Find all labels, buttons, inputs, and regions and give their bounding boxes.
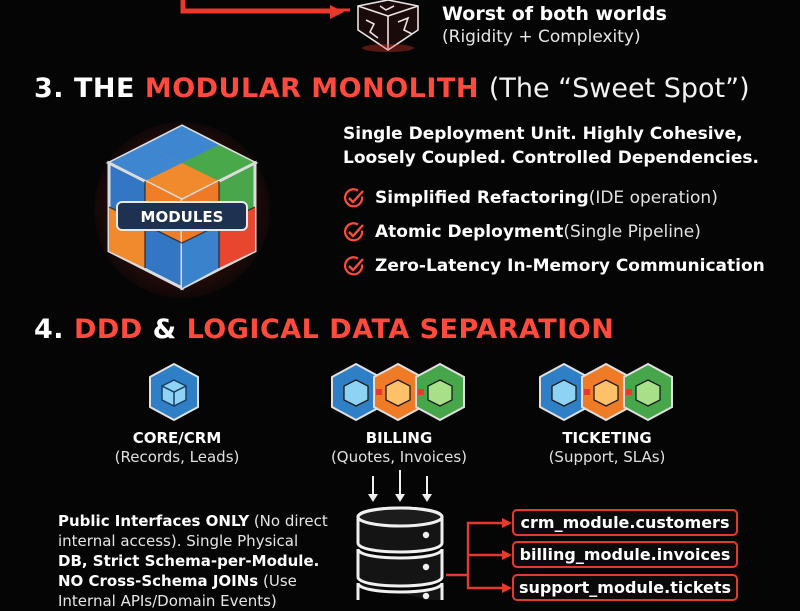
data-separation-notes: Public Interfaces ONLY (No direct intern… <box>58 511 328 611</box>
module-title: TICKETING <box>562 429 652 447</box>
section4-highlight1: DDD <box>73 314 143 345</box>
check-circle-icon <box>344 222 364 242</box>
module-subtitle: (Support, SLAs) <box>548 448 666 466</box>
section4-highlight2: LOGICAL DATA SEPARATION <box>186 314 615 345</box>
billing-cubes-icon <box>331 362 465 422</box>
database-icon <box>356 506 444 600</box>
check-circle-icon <box>344 188 364 208</box>
benefit-rest: (IDE operation) <box>588 188 718 208</box>
note-bold-1: Public Interfaces ONLY <box>58 512 250 530</box>
module-to-db-arrows <box>368 470 432 502</box>
module-subtitle: (Quotes, Invoices) <box>330 448 468 466</box>
broken-cube-icon <box>357 0 419 52</box>
table-crm-customers: crm_module.customers <box>512 509 738 536</box>
section2-tail-subtitle: (Rigidity + Complexity) <box>442 27 641 47</box>
section3-number: 3. <box>34 73 65 104</box>
rigid-arrow <box>180 0 350 19</box>
db-to-tables-arrows <box>446 518 512 593</box>
section3-summary-line2: Loosely Coupled. Controlled Dependencies… <box>343 148 759 168</box>
benefit-rest: (Single Pipeline) <box>563 222 701 242</box>
module-subtitle: (Records, Leads) <box>114 448 240 466</box>
modules-cube-icon: MODULES <box>95 122 270 298</box>
module-core-crm: CORE/CRM (Records, Leads) <box>92 429 262 467</box>
table-support-tickets: support_module.tickets <box>512 574 738 601</box>
core-crm-cube-icon <box>149 362 199 422</box>
section4-amp: & <box>152 314 177 345</box>
module-title: BILLING <box>365 429 433 447</box>
note-bold-3: NO Cross-Schema JOINs <box>58 572 259 590</box>
ticketing-cubes-icon <box>539 362 673 422</box>
note-bold-2: DB, Strict Schema-per-Module. <box>58 552 320 570</box>
benefit-item: Simplified Refactoring (IDE operation) <box>343 187 718 209</box>
check-circle-icon <box>344 256 364 276</box>
benefit-bold: Atomic Deployment <box>375 222 564 242</box>
section2-tail-title: Worst of both worlds <box>442 3 667 25</box>
module-billing: BILLING (Quotes, Invoices) <box>314 429 484 467</box>
modules-cube-label: MODULES <box>141 208 224 226</box>
table-billing-invoices: billing_module.invoices <box>512 541 738 568</box>
section3-heading: 3. THE MODULAR MONOLITH (The “Sweet Spot… <box>34 73 750 104</box>
section3-the: THE <box>73 73 135 104</box>
section3-highlight: MODULAR MONOLITH <box>144 73 479 104</box>
note-text-1: (No direct internal access). Single Phys… <box>58 512 328 550</box>
section4-number: 4. <box>34 314 65 345</box>
module-title: CORE/CRM <box>132 429 222 447</box>
section3-paren: (The “Sweet Spot”) <box>488 73 750 104</box>
benefit-bold: Simplified Refactoring <box>375 188 589 208</box>
module-ticketing: TICKETING (Support, SLAs) <box>522 429 692 467</box>
section4-heading: 4. DDD & LOGICAL DATA SEPARATION <box>34 314 614 345</box>
benefit-item: Zero-Latency In-Memory Communication <box>343 255 765 277</box>
benefit-item: Atomic Deployment (Single Pipeline) <box>343 221 701 243</box>
benefit-bold: Zero-Latency In-Memory Communication <box>375 256 765 276</box>
section3-summary-line1: Single Deployment Unit. Highly Cohesive, <box>343 124 743 144</box>
